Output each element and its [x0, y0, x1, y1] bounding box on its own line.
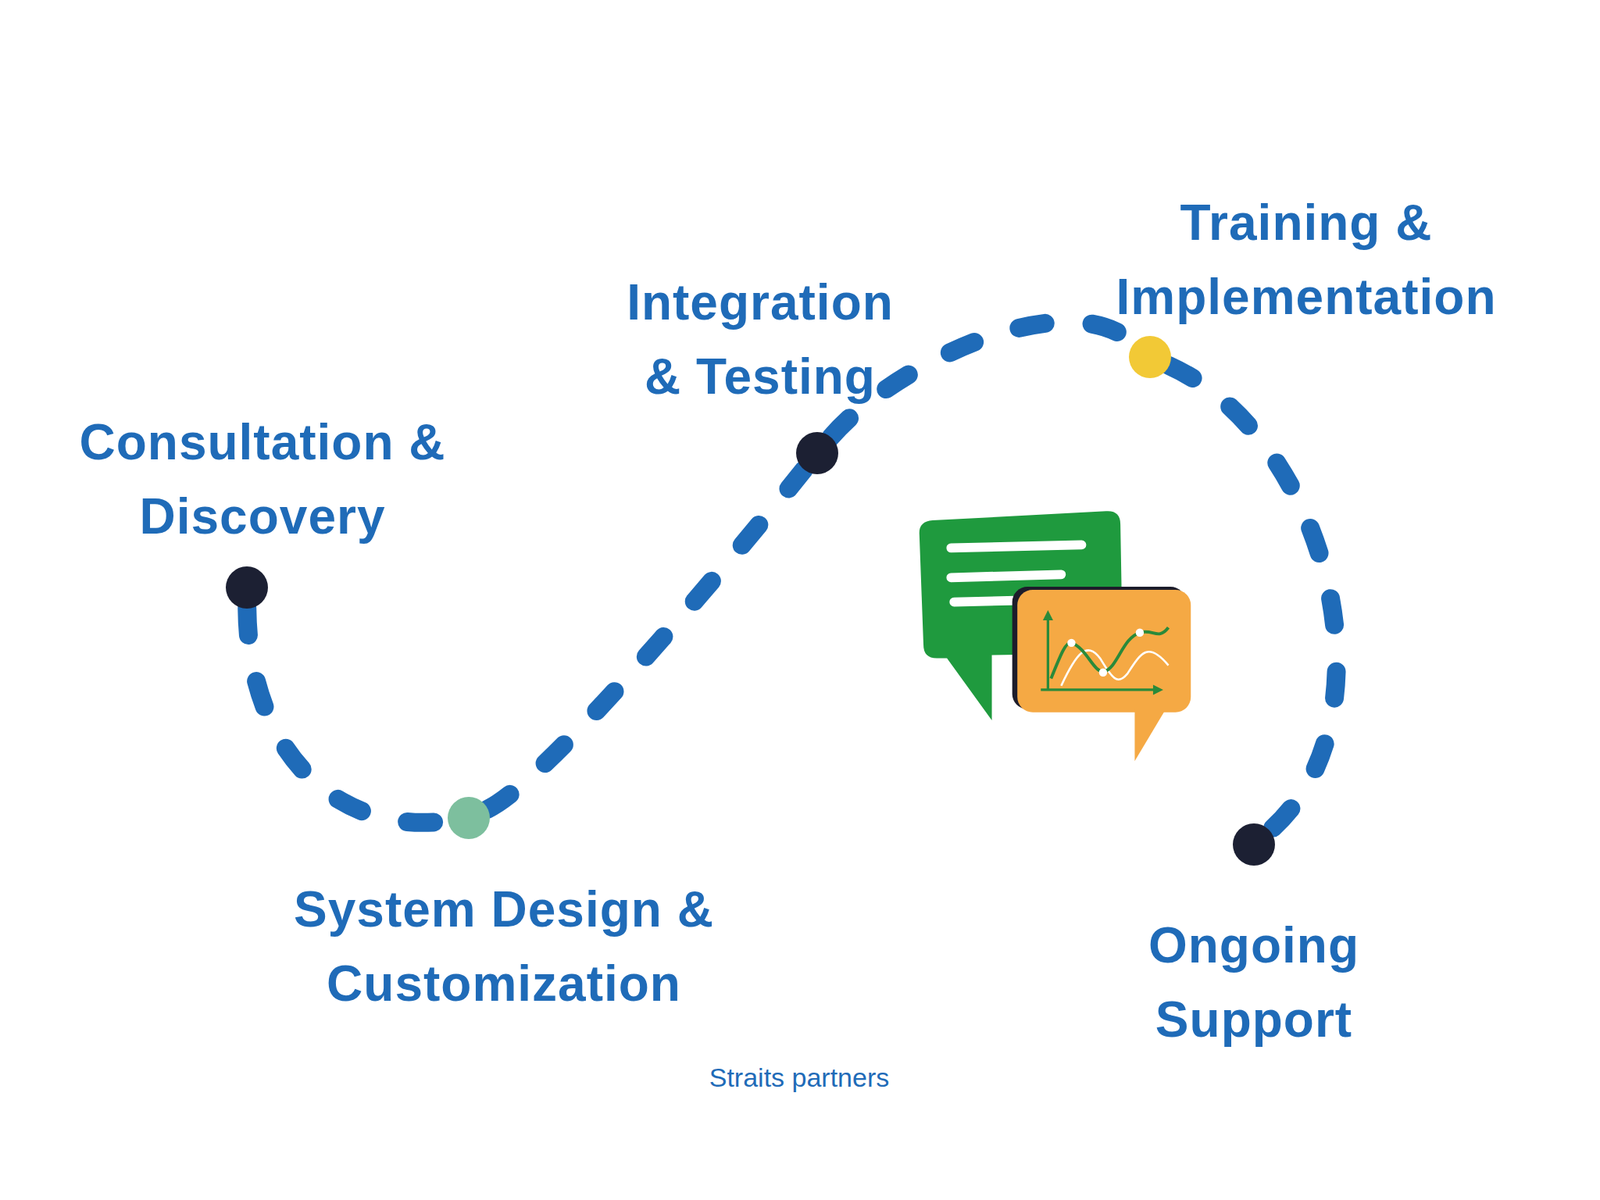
stage-dot: System Design & Customization — [447, 796, 490, 840]
stage-dot: Ongoing Support — [1232, 823, 1275, 866]
axis-head — [1042, 610, 1054, 621]
dashed-connector — [831, 321, 1135, 437]
dashed-connector — [1169, 365, 1337, 831]
stage-label: Consultation & Discovery — [59, 405, 466, 554]
axis — [1040, 688, 1157, 691]
stage-label: Training & Implementation — [1103, 185, 1510, 335]
stage-label: Integration & Testing — [615, 265, 905, 415]
text-line — [950, 574, 1061, 578]
chart-line — [1050, 627, 1168, 679]
chart-point — [1067, 639, 1075, 647]
chart-point — [1135, 628, 1144, 637]
bubble-shape — [1017, 589, 1191, 713]
orange-bubble — [1012, 586, 1192, 761]
stage-label: System Design & Customization — [285, 872, 723, 1022]
text-line — [950, 544, 1082, 548]
stage-dot: Integration & Testing — [796, 432, 839, 475]
dashed-connector — [246, 608, 448, 823]
caption: Straits partners — [564, 1062, 1034, 1093]
axis — [1046, 616, 1050, 690]
axis-head — [1153, 684, 1164, 695]
stage-dot: Consultation & Discovery — [225, 566, 268, 609]
chart-point — [1099, 668, 1108, 677]
stage-dot: Training & Implementation — [1128, 335, 1172, 379]
bubble-tail — [1134, 707, 1166, 761]
chart-line — [1060, 650, 1168, 686]
stage-label: Ongoing Support — [1097, 908, 1411, 1058]
dashed-connector — [487, 469, 804, 809]
